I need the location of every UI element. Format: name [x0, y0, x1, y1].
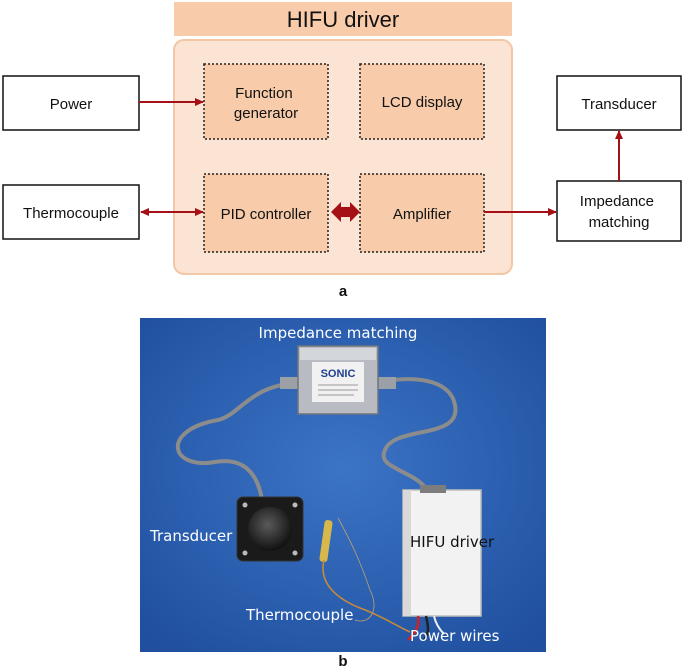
screw-tr — [292, 502, 298, 508]
screw-br — [292, 550, 298, 556]
power-wire-white — [433, 615, 445, 635]
right-connector — [376, 377, 396, 389]
hifu-driver-title: HIFU driver — [287, 7, 399, 32]
thermocouple-box — [2, 184, 140, 240]
transducer-cable — [175, 381, 299, 501]
screw-tl — [242, 502, 248, 508]
transducer-label: Transducer — [581, 96, 656, 113]
caption-a: a — [339, 283, 348, 300]
driver-shadow-edge — [403, 490, 411, 616]
photo-label-hifu-driver: HIFU driver — [410, 533, 495, 551]
driver-cable — [377, 377, 458, 496]
impedance-matching-label: Impedance matching — [580, 193, 658, 231]
impedance-matching-box — [556, 180, 682, 242]
pid-controller-block — [203, 173, 329, 253]
photo-label-power-wires: Power wires — [410, 627, 500, 645]
power-wire-red — [407, 615, 420, 641]
driver-top-panel — [420, 485, 446, 493]
thermocouple-probe — [319, 520, 333, 562]
left-connector — [280, 377, 300, 389]
screw-bl — [242, 550, 248, 556]
amplifier-block — [359, 173, 485, 253]
power-box — [2, 75, 140, 131]
transducer-lens — [248, 507, 292, 551]
device-top-face — [300, 348, 376, 360]
photo-label-thermocouple: Thermocouple — [245, 606, 353, 624]
hifu-driver-block-diagram: HIFU driver Function generator LCD displ… — [2, 2, 682, 300]
photo-label-transducer: Transducer — [149, 527, 233, 545]
amplifier-label: Amplifier — [393, 206, 451, 223]
pid-amplifier-double-arrow — [331, 202, 360, 222]
function-generator-label: Function generator — [234, 85, 298, 122]
hifu-driver-device — [402, 489, 482, 617]
caption-b: b — [338, 653, 347, 670]
photo-label-impedance-matching: Impedance matching — [259, 324, 418, 342]
thermocouple-label: Thermocouple — [23, 205, 119, 222]
function-generator-block — [203, 63, 329, 140]
hifu-driver-header — [174, 2, 512, 36]
setup-photo: SONIC Impedance matching Transducer HIFU… — [140, 318, 546, 652]
lcd-display-block — [359, 63, 485, 140]
lcd-display-label: LCD display — [382, 94, 463, 111]
power-wire-black — [422, 615, 430, 641]
thermocouple-wires — [322, 559, 411, 633]
pid-controller-label: PID controller — [221, 206, 312, 223]
power-label: Power — [50, 96, 93, 113]
sonic-brand-text: SONIC — [321, 368, 356, 380]
